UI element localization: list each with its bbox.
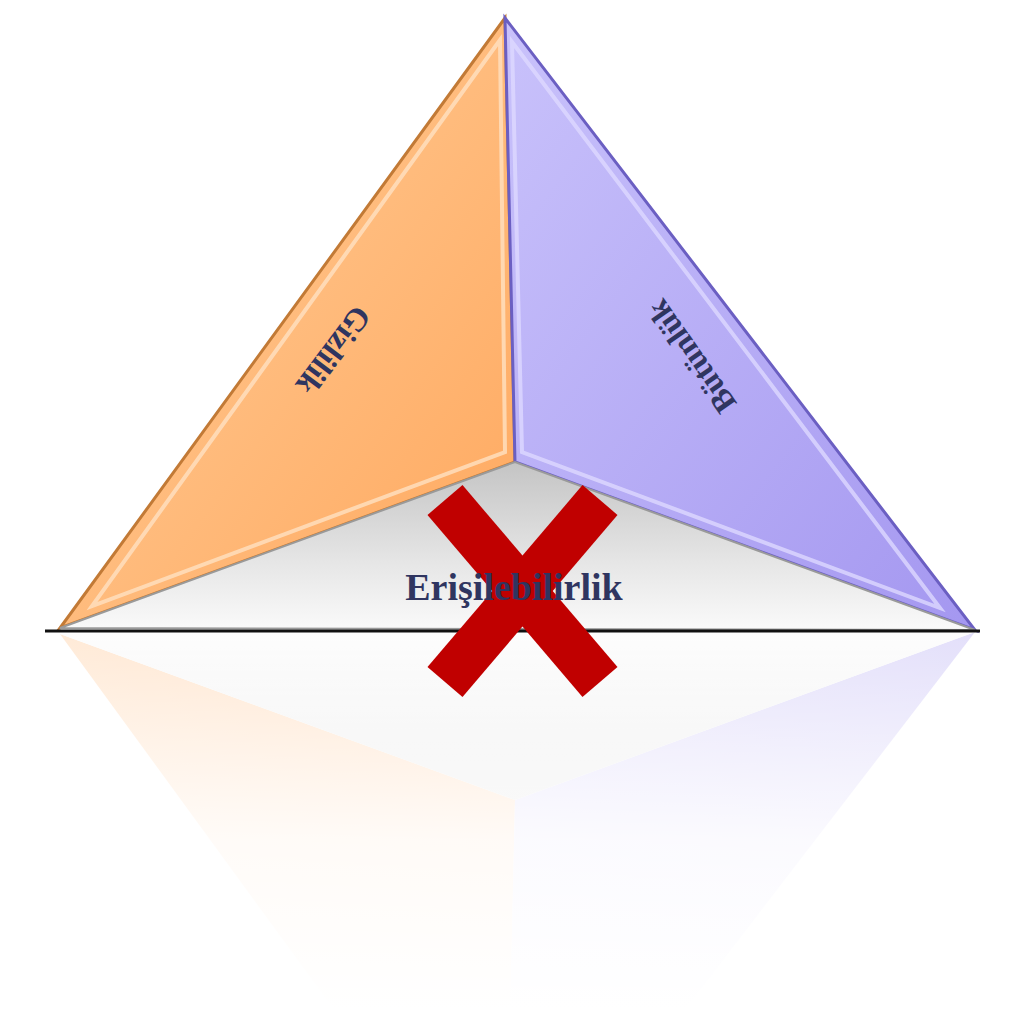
- node-label: Bütünlük: [640, 293, 743, 420]
- availability-label-box: Erişilebilirlik: [401, 565, 627, 611]
- node-label: Gizlilik: [289, 299, 378, 402]
- node-label: Erişilebilirlik: [405, 567, 623, 609]
- availability-face: [60, 462, 975, 630]
- reflection-fade: [0, 632, 1024, 1010]
- confidentiality-label-box: Gizlilik: [284, 294, 382, 406]
- integrity-label-box: Bütünlük: [636, 288, 748, 424]
